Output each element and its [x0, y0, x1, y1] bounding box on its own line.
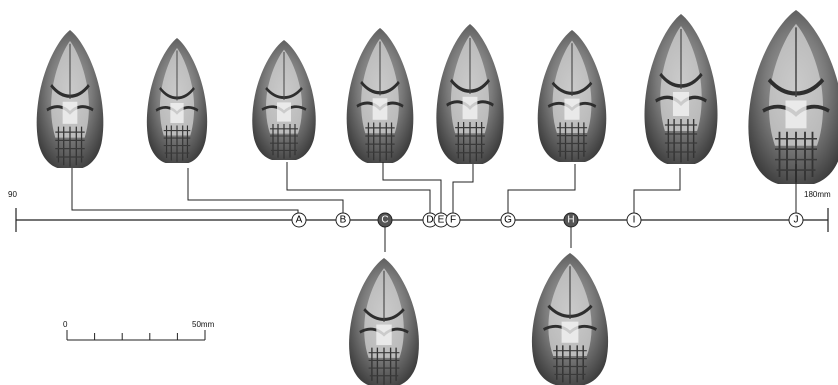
leader-line-e	[382, 162, 442, 220]
marker-a: A	[291, 212, 307, 228]
skull-image-g	[536, 28, 608, 164]
marker-d: D	[422, 212, 438, 228]
marker-label-g: G	[504, 215, 512, 226]
leader-line-f	[452, 164, 474, 220]
marker-c: C	[377, 212, 393, 228]
skull-image-c	[347, 256, 421, 385]
marker-j: J	[788, 212, 804, 228]
scale-bar	[66, 330, 206, 341]
marker-b: B	[335, 212, 351, 228]
skull-image-f	[434, 22, 506, 166]
axis-start-label: 90	[8, 190, 17, 199]
scale-bar-start-label: 0	[63, 320, 68, 329]
skull-image-a	[35, 28, 105, 170]
marker-label-b: B	[340, 215, 347, 226]
marker-label-a: A	[296, 215, 303, 226]
leader-line-g	[507, 164, 576, 220]
skull-image-i	[642, 12, 720, 166]
scale-bar-end-label: 50mm	[192, 320, 215, 329]
leader-line-a	[71, 168, 299, 220]
marker-f: F	[445, 212, 461, 228]
marker-g: G	[500, 212, 516, 228]
marker-i: I	[626, 212, 642, 228]
marker-label-d: D	[426, 215, 433, 226]
marker-label-i: I	[633, 215, 636, 226]
leader-line-i	[633, 168, 681, 220]
skull-image-e	[345, 26, 415, 165]
marker-label-f: F	[450, 215, 456, 226]
leader-line-b	[187, 168, 344, 220]
skull-image-d	[250, 38, 318, 162]
marker-label-e: E	[438, 215, 445, 226]
axis-end-label: 180mm	[804, 190, 831, 199]
marker-label-h: H	[567, 215, 574, 226]
skull-image-h	[530, 251, 610, 385]
skull-image-b	[145, 36, 209, 165]
marker-label-c: C	[381, 215, 388, 226]
marker-h: H	[563, 212, 579, 228]
skull-image-j	[748, 10, 838, 184]
leader-line-d	[286, 162, 431, 220]
marker-label-j: J	[794, 215, 799, 226]
